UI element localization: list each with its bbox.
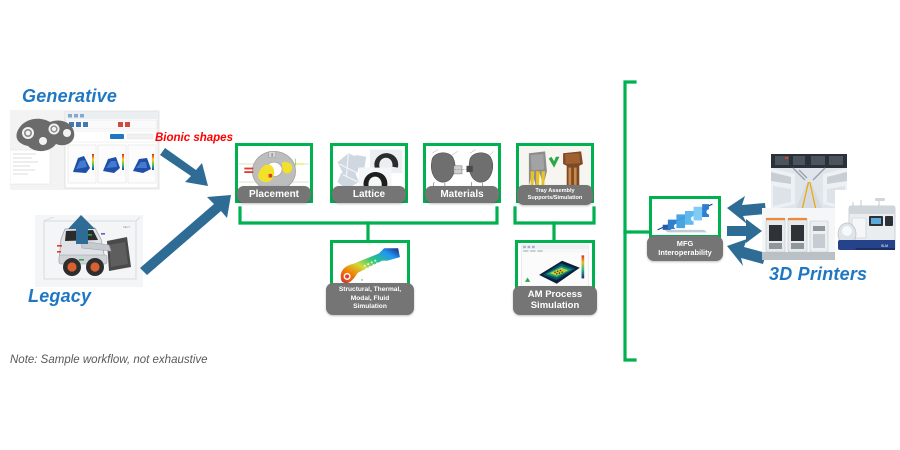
generative-label-wrap: Generative xyxy=(22,86,117,107)
card-caption-mfg-interoperability: MFG Interoperability xyxy=(647,235,723,261)
card-caption-structural-simulation: Structural, Thermal, Modal, Fluid Simula… xyxy=(326,283,414,315)
card-caption-am-process-simulation: AM Process Simulation xyxy=(513,285,597,315)
printers-label-wrap: 3D Printers xyxy=(769,264,867,285)
arrow-legacy-to-placement xyxy=(140,195,231,275)
bionic-shapes-label: Bionic shapes xyxy=(155,132,233,144)
industrial-3d-printer-photo: SLM xyxy=(835,190,899,262)
card-caption-lattice: Lattice xyxy=(332,185,406,203)
card-am-process-simulation[interactable]: AM Process Simulation xyxy=(513,240,597,315)
card-caption-materials: Materials xyxy=(425,185,499,203)
three-printers-photo xyxy=(762,208,836,260)
bracket-group-left xyxy=(238,206,499,242)
legacy-label: Legacy xyxy=(28,286,92,306)
arrow-bionic-shapes xyxy=(160,148,208,186)
arrow-legacy-to-generative xyxy=(68,215,95,244)
card-mfg-interoperability[interactable]: MFG Interoperability xyxy=(647,196,723,261)
bracket-group-right xyxy=(513,206,596,242)
bracket-outer-to-mfg xyxy=(623,80,652,362)
svg-text:B: B xyxy=(361,278,363,282)
lattice-structure-thumb xyxy=(333,146,405,200)
card-materials[interactable]: Materials xyxy=(423,143,501,203)
card-tray-assembly[interactable]: Tray Assembly Supports/Simulation xyxy=(516,143,594,205)
printer-farm-corridor-photo xyxy=(771,154,847,210)
svg-text:SECT.: SECT. xyxy=(123,225,131,229)
svg-text:SLM: SLM xyxy=(881,244,888,248)
arrow-mfg-to-printer-farm xyxy=(727,196,766,224)
svg-text:A: A xyxy=(352,275,354,279)
card-caption-tray-assembly: Tray Assembly Supports/Simulation xyxy=(517,185,593,205)
puzzle-pieces-thumb xyxy=(652,199,718,235)
legacy-label-wrap: Legacy xyxy=(28,286,91,307)
bionic-shapes-label-wrap: Bionic shapes xyxy=(155,128,233,146)
generative-design-screenshot xyxy=(10,110,160,190)
generative-label: Generative xyxy=(22,86,118,106)
footnote-text: Note: Sample workflow, not exhaustive xyxy=(10,354,208,366)
am-process-simulation-thumb xyxy=(518,243,592,289)
card-caption-placement: Placement xyxy=(237,185,311,203)
arrow-mfg-to-printer-row xyxy=(727,219,762,243)
card-lattice[interactable]: Lattice xyxy=(330,143,408,203)
card-placement[interactable]: Placement xyxy=(235,143,313,203)
arrow-mfg-to-industrial-printer xyxy=(727,239,766,266)
footnote-wrap: Note: Sample workflow, not exhaustive xyxy=(10,350,208,368)
printers-label: 3D Printers xyxy=(769,264,868,284)
